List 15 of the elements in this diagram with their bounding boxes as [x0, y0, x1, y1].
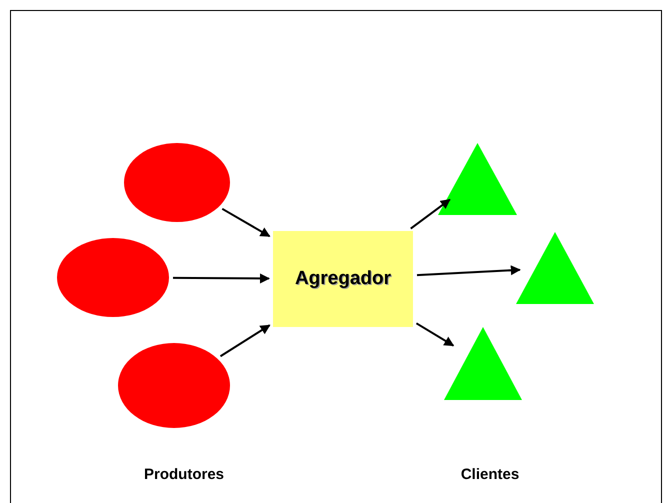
arrow — [416, 322, 454, 346]
process-box: Agregador — [273, 231, 413, 327]
ellipse-shape — [124, 143, 230, 222]
arrow — [220, 324, 270, 358]
arrow — [222, 208, 270, 238]
group-label: Clientes — [460, 466, 520, 483]
arrow — [416, 265, 521, 276]
arrow — [410, 198, 451, 230]
triangle-shape — [438, 143, 517, 215]
ellipse-shape — [118, 343, 230, 428]
triangle-shape — [444, 327, 522, 400]
group-label: Produtores — [144, 466, 224, 483]
ellipse-shape — [57, 238, 169, 317]
triangle-shape — [516, 232, 594, 304]
arrow — [173, 273, 270, 284]
